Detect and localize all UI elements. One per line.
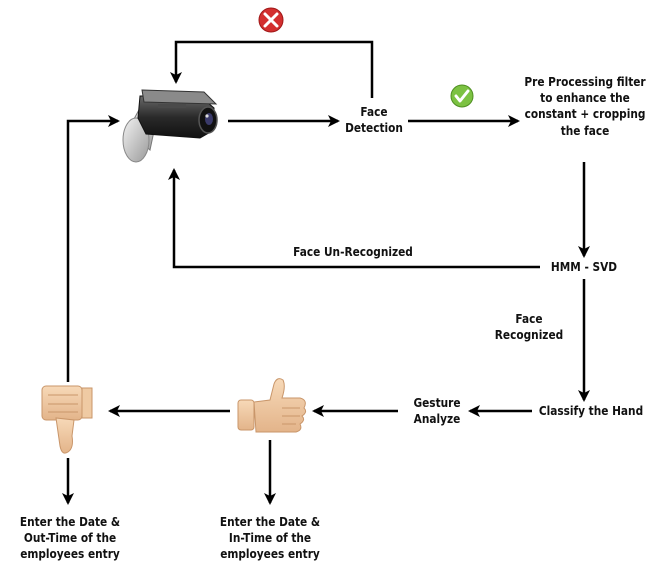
node-classify-hand: Classify the Hand [538, 404, 644, 418]
security-camera-icon [122, 89, 218, 163]
node-face-detection: Face Detection [345, 105, 403, 136]
edge-thumbsdown-to-camera [66, 115, 120, 382]
thumbs-up-hand-icon [237, 378, 307, 433]
edge-face-unrecognized [168, 168, 540, 269]
edge-detection-fail-loop [170, 40, 374, 98]
edge-label-face-unrecognized: Face Un-Recognized [293, 245, 413, 259]
success-badge-icon [450, 84, 474, 108]
node-gesture-analyze: Gesture Analyze [413, 396, 461, 427]
fail-badge-icon [258, 7, 284, 33]
thumbs-down-hand-icon [41, 385, 93, 454]
node-hmm-svd: HMM - SVD [550, 260, 618, 274]
node-enter-out-time: Enter the Date & Out-Time of the employe… [19, 515, 121, 562]
node-preprocessing: Pre Processing filter to enhance the con… [524, 75, 646, 138]
node-enter-in-time: Enter the Date & In-Time of the employee… [219, 515, 321, 562]
edge-label-face-recognized: Face Recognized [494, 312, 564, 343]
